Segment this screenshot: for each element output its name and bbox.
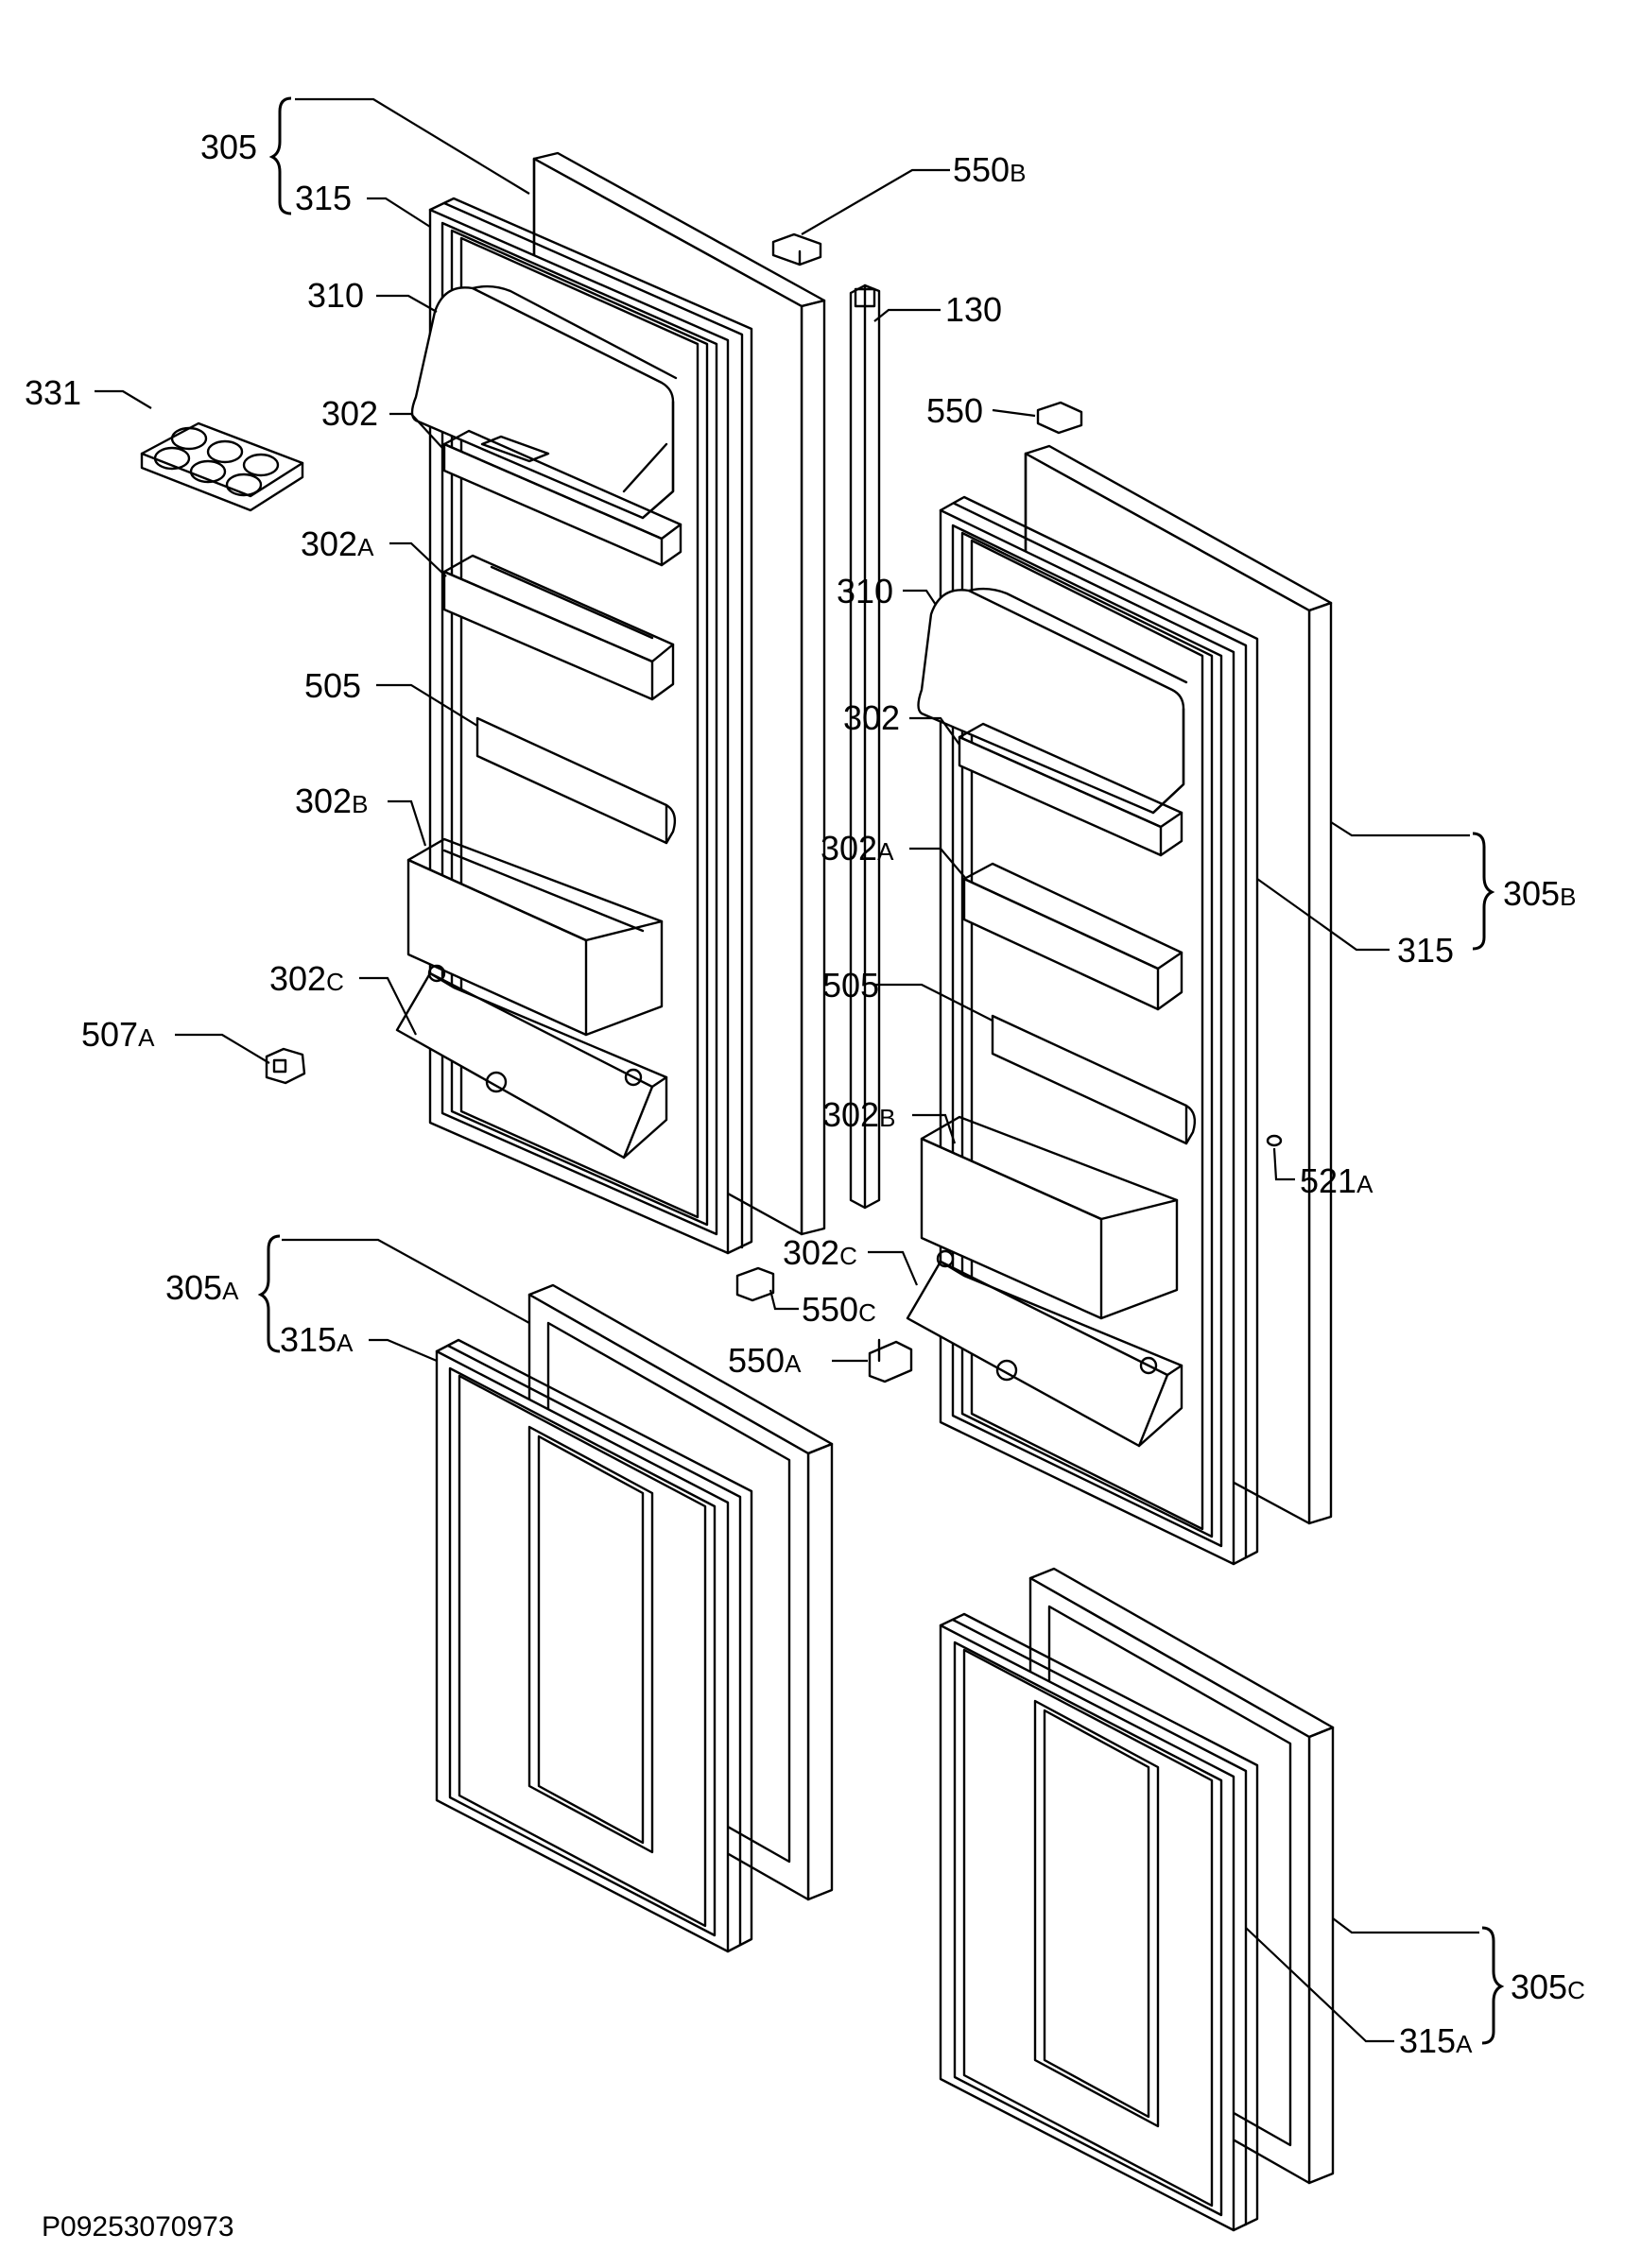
callout-550b: 550B	[953, 150, 1026, 189]
callout-302-right: 302	[843, 698, 900, 737]
callout-130: 130	[945, 290, 1002, 329]
egg-tray	[140, 421, 304, 512]
left-door-strip	[475, 716, 677, 845]
callout-331: 331	[25, 373, 81, 412]
callout-302c: 302C	[269, 959, 344, 998]
right-dairy-cover	[917, 587, 1188, 815]
callout-505: 505	[304, 666, 361, 705]
left-door-bin-b	[406, 837, 664, 1037]
right-dairy-shelf	[958, 722, 1183, 857]
brace-305c	[1481, 1926, 1505, 2045]
brace-305	[268, 96, 292, 215]
hinge-cover-550b	[771, 232, 822, 266]
lower-right-door-gasket	[939, 1612, 1259, 2232]
callout-550: 550	[926, 391, 983, 430]
callout-302: 302	[321, 394, 378, 433]
mullion-bar	[849, 284, 881, 1210]
callout-310-right: 310	[837, 572, 893, 610]
callout-315-right: 315	[1397, 931, 1454, 970]
left-door-bin-c	[395, 964, 668, 1160]
hinge-cover-550c	[735, 1266, 775, 1302]
callout-310: 310	[307, 276, 364, 315]
callout-315a: 315A	[280, 1320, 354, 1359]
callout-302b: 302B	[295, 782, 368, 820]
hinge-550a	[868, 1338, 913, 1383]
callout-302c-right: 302C	[783, 1233, 857, 1272]
left-dairy-cover	[410, 284, 678, 520]
leader-lines	[95, 97, 1479, 2043]
lower-left-door-gasket	[435, 1338, 753, 1953]
callout-302b-right: 302B	[822, 1095, 895, 1134]
callout-550c: 550C	[802, 1290, 876, 1329]
callout-315: 315	[295, 179, 352, 217]
callout-305b: 305B	[1503, 874, 1576, 913]
left-door-shelf-a	[442, 554, 675, 701]
callout-315a-right: 315A	[1399, 2021, 1473, 2060]
brace-305b	[1472, 832, 1495, 951]
right-door-bin-c	[906, 1249, 1183, 1448]
callout-302a: 302A	[301, 524, 374, 563]
hinge-cover-550	[1036, 401, 1083, 435]
callout-302a-right: 302A	[820, 829, 894, 868]
callout-labels: 305 315 550B 310 130 331 302 550 302A 31…	[25, 128, 1585, 2060]
pin-521a	[1266, 1134, 1283, 1147]
callout-550a: 550A	[728, 1341, 802, 1380]
right-door-shelf-a	[962, 862, 1183, 1011]
callout-305c: 305C	[1511, 1967, 1585, 2006]
right-door-bin-b	[920, 1115, 1179, 1320]
callout-305a: 305A	[165, 1268, 239, 1307]
callout-521a: 521A	[1300, 1161, 1373, 1200]
right-door-strip	[991, 1014, 1197, 1145]
callout-507a: 507A	[81, 1015, 155, 1054]
latch-507a	[265, 1047, 306, 1085]
callout-505-right: 505	[822, 966, 879, 1005]
left-dairy-shelf	[442, 429, 682, 567]
brace-305a	[257, 1234, 281, 1353]
callout-305: 305	[200, 128, 257, 166]
drawing-code: P09253070973	[42, 2211, 234, 2242]
